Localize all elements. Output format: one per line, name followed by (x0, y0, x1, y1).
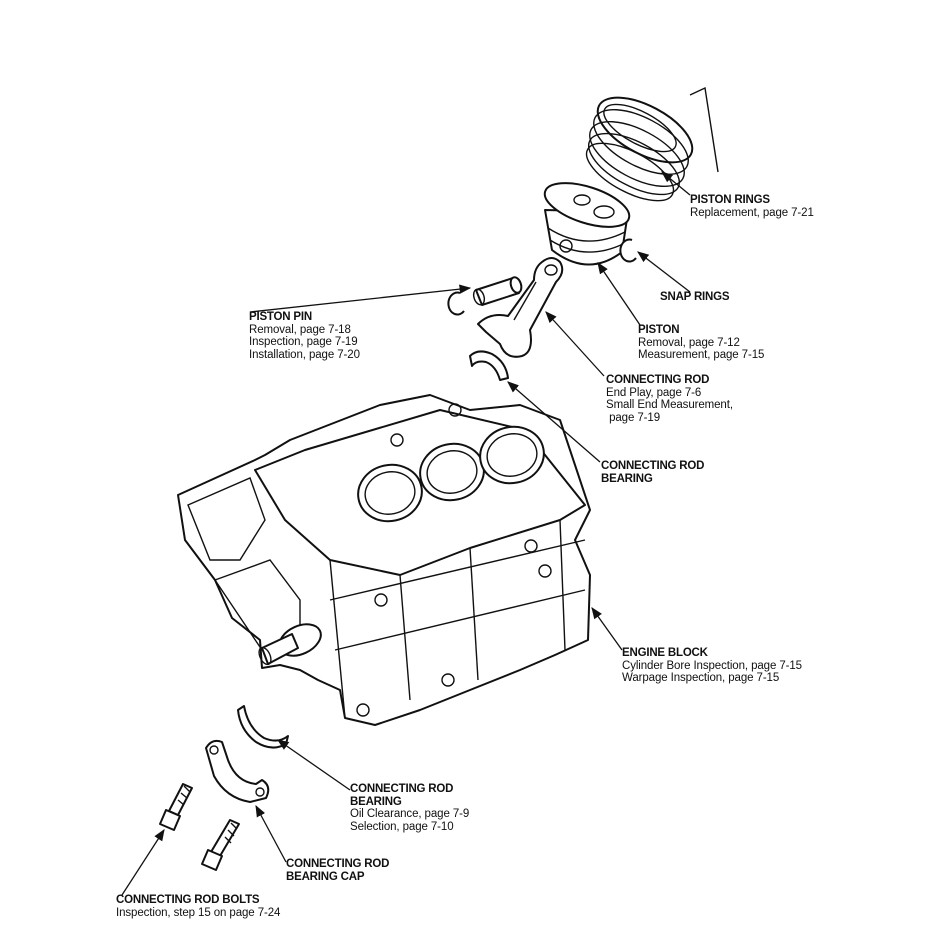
callout-reference: Inspection, page 7-19 (249, 336, 358, 348)
callout-title-line: CONNECTING ROD (601, 460, 705, 472)
leader-lines (121, 171, 691, 896)
connecting-rod-drawing (477, 257, 564, 358)
callout-connecting-rod-bearing-lower: CONNECTING ROD BEARING Oil Clearance, pa… (350, 783, 469, 833)
callout-piston: PISTON Removal, page 7-12 Measurement, p… (638, 324, 764, 362)
callout-engine-block: ENGINE BLOCK Cylinder Bore Inspection, p… (622, 647, 802, 685)
callout-title-line: BEARING (601, 472, 653, 485)
callout-piston-pin: PISTON PIN Removal, page 7-18 Inspection… (249, 311, 360, 361)
callout-reference: Small End Measurement, (606, 399, 733, 411)
callout-title: ENGINE BLOCK (622, 647, 708, 659)
callout-reference: Selection, page 7-10 (350, 820, 454, 833)
callout-reference: End Play, page 7-6 (606, 386, 702, 399)
callout-connecting-rod-bolts: CONNECTING ROD BOLTS Inspection, step 15… (116, 894, 280, 919)
snap-rings-drawing (447, 238, 637, 316)
callout-title: SNAP RINGS (660, 291, 730, 303)
callout-reference: Installation, page 7-20 (249, 348, 360, 361)
callout-title: PISTON (638, 324, 680, 336)
connecting-rod-bearing-cap-drawing (205, 739, 270, 803)
callout-reference: Removal, page 7-12 (638, 336, 740, 349)
connecting-rod-bolts-drawing (159, 783, 240, 871)
callout-title-line: CONNECTING ROD (350, 783, 454, 795)
callout-title-line: BEARING CAP (286, 870, 365, 883)
callout-title: PISTON RINGS (690, 194, 770, 206)
piston-pin-drawing (472, 276, 523, 306)
callout-reference: Removal, page 7-18 (249, 323, 351, 336)
callout-reference: Warpage Inspection, page 7-15 (622, 672, 780, 684)
callout-connecting-rod: CONNECTING ROD End Play, page 7-6 Small … (606, 374, 733, 424)
callout-reference: Oil Clearance, page 7-9 (350, 808, 470, 820)
callout-piston-rings: PISTON RINGS Replacement, page 7-21 (690, 194, 814, 219)
callout-title: PISTON PIN (249, 311, 312, 323)
callout-title-line: BEARING (350, 795, 402, 808)
callout-reference: Replacement, page 7-21 (690, 206, 814, 219)
engine-block-drawing (177, 394, 591, 726)
callout-connecting-rod-bearing-upper: CONNECTING ROD BEARING (601, 460, 704, 485)
callout-connecting-rod-bearing-cap: CONNECTING ROD BEARING CAP (286, 858, 389, 883)
callout-reference: Cylinder Bore Inspection, page 7-15 (622, 659, 802, 672)
callout-reference: Inspection, step 15 on page 7-24 (116, 906, 281, 919)
callout-title: CONNECTING ROD (606, 374, 710, 386)
callout-title-line: CONNECTING ROD (286, 858, 390, 870)
callout-title: CONNECTING ROD BOLTS (116, 894, 260, 906)
callout-reference: page 7-19 (606, 411, 660, 424)
connecting-rod-bearing-upper-drawing (469, 350, 509, 381)
callout-snap-rings: SNAP RINGS (660, 291, 730, 304)
piston-rings-drawing (585, 86, 719, 202)
callout-reference: Measurement, page 7-15 (638, 349, 765, 361)
